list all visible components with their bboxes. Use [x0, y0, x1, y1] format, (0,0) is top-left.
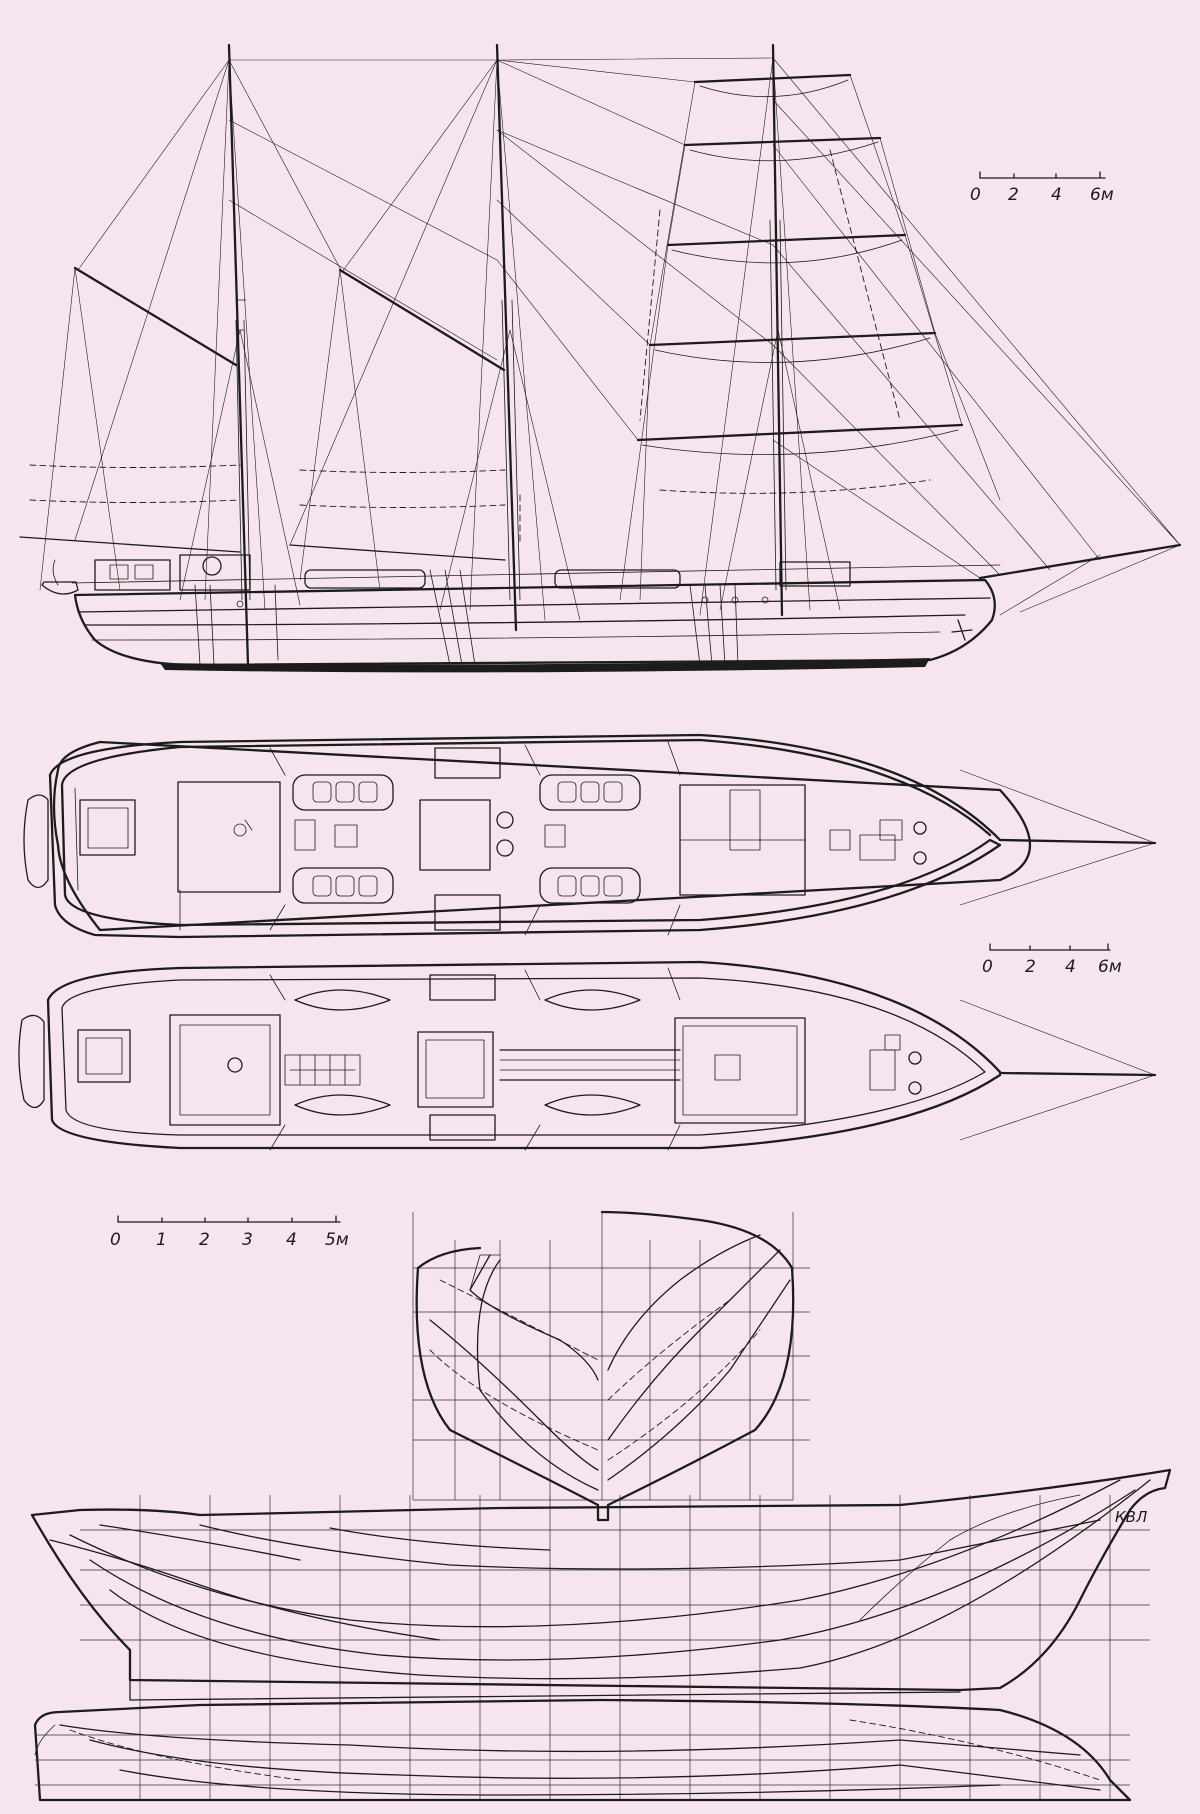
scale-lines-tick-2: 2 [199, 1230, 210, 1250]
scale-lines-tick-0: 0 [110, 1230, 121, 1250]
scale-lines-tick-3: 3 [242, 1230, 253, 1250]
half-breadth-plan [33, 1698, 1132, 1802]
square-yards [636, 73, 964, 456]
sail-plan: 0 2 4 6м [19, 43, 1182, 673]
waterline-label: КВЛ [1115, 1508, 1147, 1526]
scale-bar-lines: 0 1 2 3 4 5м [110, 1215, 349, 1250]
scale-lines-tick-4: 4 [286, 1230, 297, 1250]
scale-top-tick-2: 2 [1008, 185, 1019, 205]
scale-middle-tick-2: 2 [1025, 957, 1036, 977]
scale-lines-tick-1: 1 [156, 1230, 167, 1250]
scale-top-tick-4: 4 [1051, 185, 1062, 205]
scale-top-tick-0: 0 [970, 185, 981, 205]
body-plan [412, 1210, 810, 1522]
gaffs-and-booms [19, 266, 506, 561]
deck-plan-lower [18, 960, 1157, 1151]
masts [227, 43, 787, 667]
scale-bar-middle: 0 2 4 6м [982, 943, 1122, 977]
scale-middle-tick-6: 6м [1098, 957, 1122, 977]
rigging [39, 57, 1182, 666]
scale-bar-top: 0 2 4 6м [970, 171, 1114, 205]
scale-top-tick-6: 6м [1090, 185, 1114, 205]
sail-plan-hull [41, 554, 1001, 673]
scale-lines-tick-5: 5м [325, 1230, 349, 1250]
sail-outlines [29, 149, 931, 546]
deck-plan-upper [23, 733, 1157, 939]
scale-middle-tick-0: 0 [982, 957, 993, 977]
sheer-plan: КВЛ [30, 1468, 1172, 1800]
scale-middle-tick-4: 4 [1065, 957, 1076, 977]
